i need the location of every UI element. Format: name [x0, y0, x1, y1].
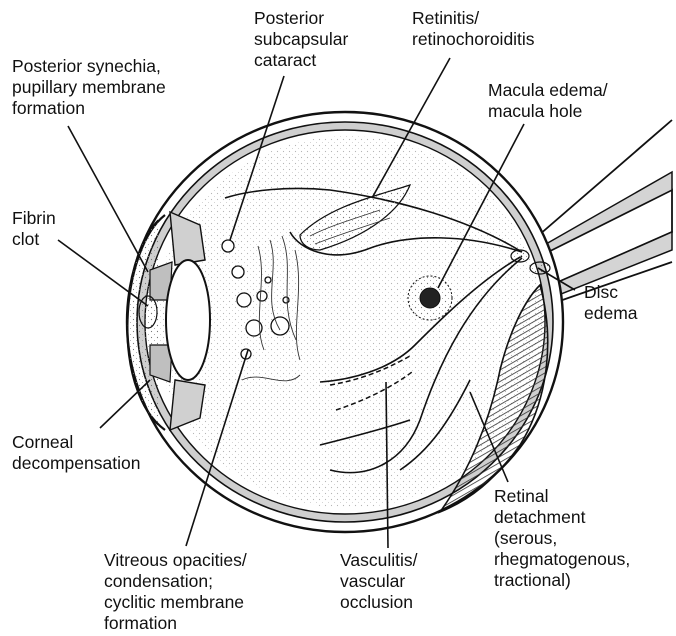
label-corneal-decompensation: Corneal decompensation: [12, 432, 140, 474]
label-fibrin-clot: Fibrin clot: [12, 208, 56, 250]
macula-lesion: [408, 276, 452, 320]
label-macula: Macula edema/ macula hole: [488, 80, 608, 122]
label-posterior-subcapsular-cataract: Posterior subcapsular cataract: [254, 8, 348, 71]
label-vasculitis: Vasculitis/ vascular occlusion: [340, 550, 417, 613]
label-retinitis: Retinitis/ retinochoroiditis: [412, 8, 535, 50]
label-vitreous-opacities: Vitreous opacities/ condensation; cyclit…: [104, 550, 247, 634]
label-retinal-detachment: Retinal detachment (serous, rhegmatogeno…: [494, 486, 630, 591]
lens: [166, 260, 210, 380]
label-posterior-synechia: Posterior synechia, pupillary membrane f…: [12, 56, 166, 119]
label-disc-edema: Disc edema: [584, 282, 638, 324]
